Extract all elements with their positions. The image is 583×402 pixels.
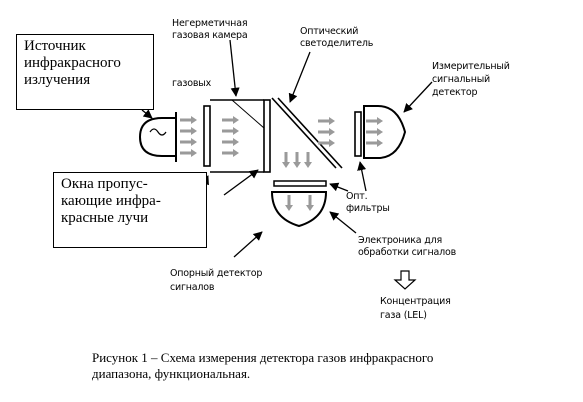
- reference-detector-label: Опорный детектор сигналов: [170, 268, 263, 293]
- output-arrow-icon: [393, 270, 417, 290]
- ir-source-lamp: [138, 112, 177, 162]
- beam-splitter: [271, 97, 343, 169]
- figure-caption-line-1: Рисунок 1 – Схема измерения детектора га…: [92, 350, 434, 365]
- measuring-detector-label: Измерительный сигнальный детектор: [432, 61, 510, 98]
- figure-caption: Рисунок 1 – Схема измерения детектора га…: [92, 350, 572, 382]
- ir-detector-diagram: [138, 39, 433, 290]
- figure-caption-line-2: диапазона, функциональная.: [92, 366, 251, 381]
- ir-windows-label: Окна пропус- кающие инфра- красные лучи: [53, 172, 207, 248]
- ir-rays-reflected: [280, 150, 314, 170]
- gas-chamber-label: Негерметичная газовая камера: [172, 18, 248, 41]
- ir-source-label: Источник инфракрасного излучения: [16, 34, 154, 110]
- gas-chamber-label-fragment: газовых: [172, 78, 211, 89]
- ir-rays-measurement: [316, 115, 337, 149]
- ir-rays-source: [178, 114, 199, 159]
- optical-filters-label: Опт. фильтры: [346, 191, 390, 214]
- beam-splitter-label: Оптический светоделитель: [300, 26, 374, 49]
- measuring-detector: [354, 105, 407, 159]
- reference-detector: [270, 180, 328, 228]
- gas-concentration-label: Концентрация газа (LEL): [380, 296, 451, 321]
- signal-electronics-label: Электроника для обработки сигналов: [358, 235, 456, 258]
- gas-chamber: [203, 99, 271, 173]
